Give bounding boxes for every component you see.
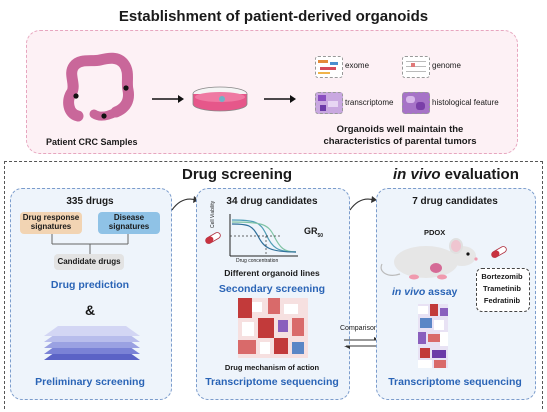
organoid-establishment-panel <box>26 30 518 154</box>
conclusion-line-2: characteristics of parental tumors <box>323 136 477 147</box>
secondary-screening-label: Secondary screening <box>218 283 326 295</box>
disease-signatures-box: Disease signatures <box>98 212 160 234</box>
section-divider <box>4 161 543 162</box>
drug-item-trametinib: Trametinib <box>483 284 521 293</box>
patient-samples-label: Patient CRC Samples <box>46 137 138 147</box>
preliminary-screening-label: Preliminary screening <box>35 376 145 388</box>
merge-connector <box>51 234 129 254</box>
comparison-label: Comparison <box>340 325 378 332</box>
mouse-icon <box>380 238 478 280</box>
conclusion-line-1: Organoids well maintain the <box>336 124 464 135</box>
transcriptome-sequencing-label-mid: Transcriptome sequencing <box>205 376 339 388</box>
pill-icon <box>491 246 507 258</box>
evaluation-text: evaluation <box>440 166 519 183</box>
drug-item-fedratinib: Fedratinib <box>483 296 521 305</box>
heatmap-matrix <box>238 298 308 358</box>
candidate-drugs-box: Candidate drugs <box>54 254 124 270</box>
secondary-screening-panel <box>196 188 350 400</box>
exome-thumbnail <box>315 56 343 78</box>
drug-prediction-label: Drug prediction <box>50 279 130 291</box>
genome-thumbnail <box>402 56 430 78</box>
mechanism-label: Drug mechanism of action <box>224 363 320 372</box>
gr50-label: GR50 <box>304 226 323 239</box>
arrow-icon <box>264 95 296 103</box>
ampersand: & <box>84 302 96 318</box>
drug-count-34: 34 drug candidates <box>226 196 318 207</box>
heatmap-narrow <box>418 304 448 368</box>
drug-screening-heading: Drug screening <box>182 166 293 183</box>
curved-arrow-icon <box>349 196 377 211</box>
in-vivo-assay-label: in vivo assay <box>392 286 457 298</box>
exome-label: exome <box>345 61 370 70</box>
drug-count-335: 335 drugs <box>66 196 114 207</box>
in-vivo-italic: in vivo <box>393 166 441 183</box>
drug-count-7: 7 drug candidates <box>412 196 498 207</box>
transcriptome-thumbnail <box>315 92 343 114</box>
y-axis-label: Cell Viability <box>210 200 216 228</box>
stacked-plates-icon <box>44 326 140 360</box>
page-title: Establishment of patient-derived organoi… <box>118 8 429 25</box>
dose-response-plot <box>229 214 298 257</box>
in-vivo-evaluation-heading: in vivo evaluation <box>393 166 519 183</box>
histology-thumbnail <box>402 92 430 114</box>
x-axis-label: Drug concentration <box>236 258 279 264</box>
comparison-arrows-icon <box>344 337 380 349</box>
pdox-label: PDOX <box>424 228 446 237</box>
drug-response-signatures-box: Drug response signatures <box>20 212 82 234</box>
gr-subscript: 50 <box>317 232 324 239</box>
assay-italic: in vivo <box>392 286 426 298</box>
organoid-lines-label: Different organoid lines <box>224 268 320 278</box>
pill-icon <box>205 232 221 244</box>
arrow-icon <box>152 95 184 103</box>
transcriptome-sequencing-label-right: Transcriptome sequencing <box>388 376 522 388</box>
drug-item-bortezomib: Bortezomib <box>481 272 523 281</box>
gr-text: GR <box>304 226 318 236</box>
transcriptome-label: transcriptome <box>345 98 394 107</box>
section-divider-vertical <box>4 161 5 409</box>
section-divider-vertical <box>542 161 543 409</box>
assay-rest: assay <box>425 286 458 298</box>
culture-dish-icon <box>192 86 248 112</box>
histology-label: histological feature <box>432 98 499 107</box>
genome-label: genome <box>432 61 461 70</box>
drug-list-box <box>476 268 530 312</box>
colon-icon <box>63 52 134 122</box>
